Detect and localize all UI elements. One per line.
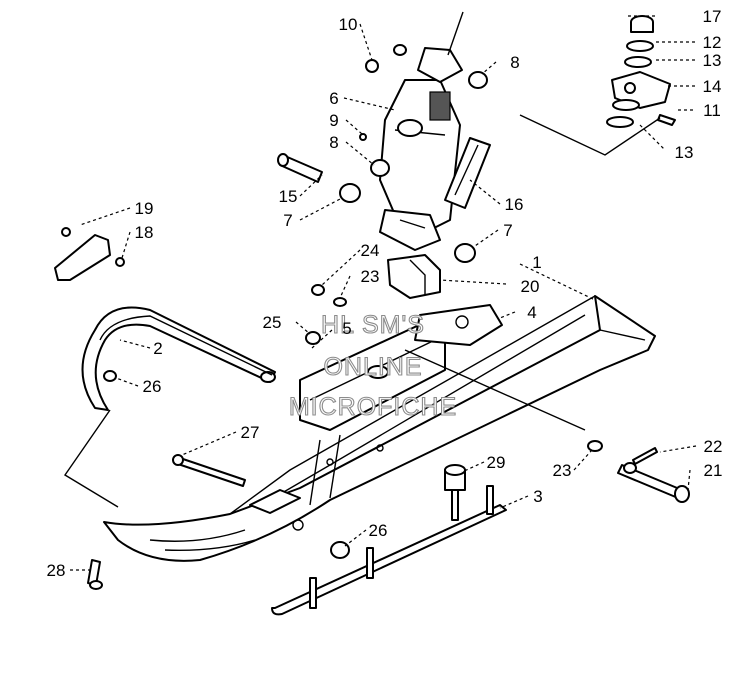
callout-14: 14: [703, 77, 722, 96]
washer-23a: [587, 440, 603, 452]
nut-26a: [103, 370, 117, 382]
callout-19: 19: [135, 199, 154, 218]
bushing-8a: [468, 71, 488, 89]
watermark-line-3: MICROFICHE: [289, 393, 457, 421]
bushing-8b: [370, 159, 390, 177]
plate-4: [414, 304, 503, 346]
callout-21: 21: [704, 461, 723, 480]
callout-26-left: 26: [143, 377, 162, 396]
callout-23-upper: 23: [361, 267, 380, 286]
callout-29: 29: [487, 453, 506, 472]
callout-12: 12: [703, 33, 722, 52]
callout-13-bottom: 13: [675, 143, 694, 162]
pin-22: [632, 447, 658, 465]
steering-arm-group: [606, 15, 676, 128]
decal-16: [444, 137, 491, 209]
callout-20: 20: [521, 277, 540, 296]
bolt-27: [172, 454, 246, 487]
ski-body: [103, 295, 656, 562]
wear-bar: [271, 485, 507, 616]
nut-25: [305, 331, 321, 345]
callout-24: 24: [361, 241, 380, 260]
watermark-line-1: HL SM'S: [321, 311, 425, 339]
callouts: 10 8 6 9 8 15 7 16 7 17 12 13 14 11 13 1…: [47, 7, 723, 580]
callout-9: 9: [329, 111, 338, 130]
callout-15: 15: [279, 187, 298, 206]
nut-24: [311, 284, 325, 296]
callout-18: 18: [135, 223, 154, 242]
clip-18-19: [54, 227, 125, 281]
callout-3: 3: [533, 487, 542, 506]
callout-8: 8: [329, 133, 338, 152]
callout-17: 17: [703, 7, 722, 26]
callout-6: 6: [329, 89, 338, 108]
washer-23b: [333, 297, 347, 307]
callout-16: 16: [505, 195, 524, 214]
callout-7-left: 7: [283, 211, 292, 230]
callout-8-top: 8: [510, 53, 519, 72]
callout-2: 2: [153, 339, 162, 358]
callout-5: 5: [342, 319, 351, 338]
spacer-29: [444, 464, 466, 491]
ski-loop-handle: [81, 306, 276, 411]
spindle-assembly: [379, 47, 463, 251]
callout-7-right: 7: [503, 221, 512, 240]
bushing-15: [277, 153, 323, 183]
grease-fitting-9: [359, 133, 367, 141]
callout-25: 25: [263, 313, 282, 332]
watermark: HL SM'S ONLINE MICROFICHE: [288, 310, 457, 421]
bushing-7b: [454, 243, 476, 263]
bolt-21: [617, 462, 690, 503]
callout-27: 27: [241, 423, 260, 442]
bumper-20: [387, 254, 441, 299]
callout-1: 1: [532, 253, 541, 272]
leader-lines: [64, 11, 697, 571]
watermark-line-2: ONLINE: [323, 353, 422, 381]
callout-10: 10: [339, 15, 358, 34]
callout-26-bottom: 26: [369, 521, 388, 540]
callout-4: 4: [527, 303, 536, 322]
callout-13-top: 13: [703, 51, 722, 70]
bolt-28: [87, 559, 103, 590]
callout-23-lower: 23: [553, 461, 572, 480]
callout-22: 22: [704, 437, 723, 456]
callout-28: 28: [47, 561, 66, 580]
bushing-7a: [339, 183, 361, 203]
nut-26b: [330, 541, 350, 559]
callout-11: 11: [703, 101, 721, 120]
